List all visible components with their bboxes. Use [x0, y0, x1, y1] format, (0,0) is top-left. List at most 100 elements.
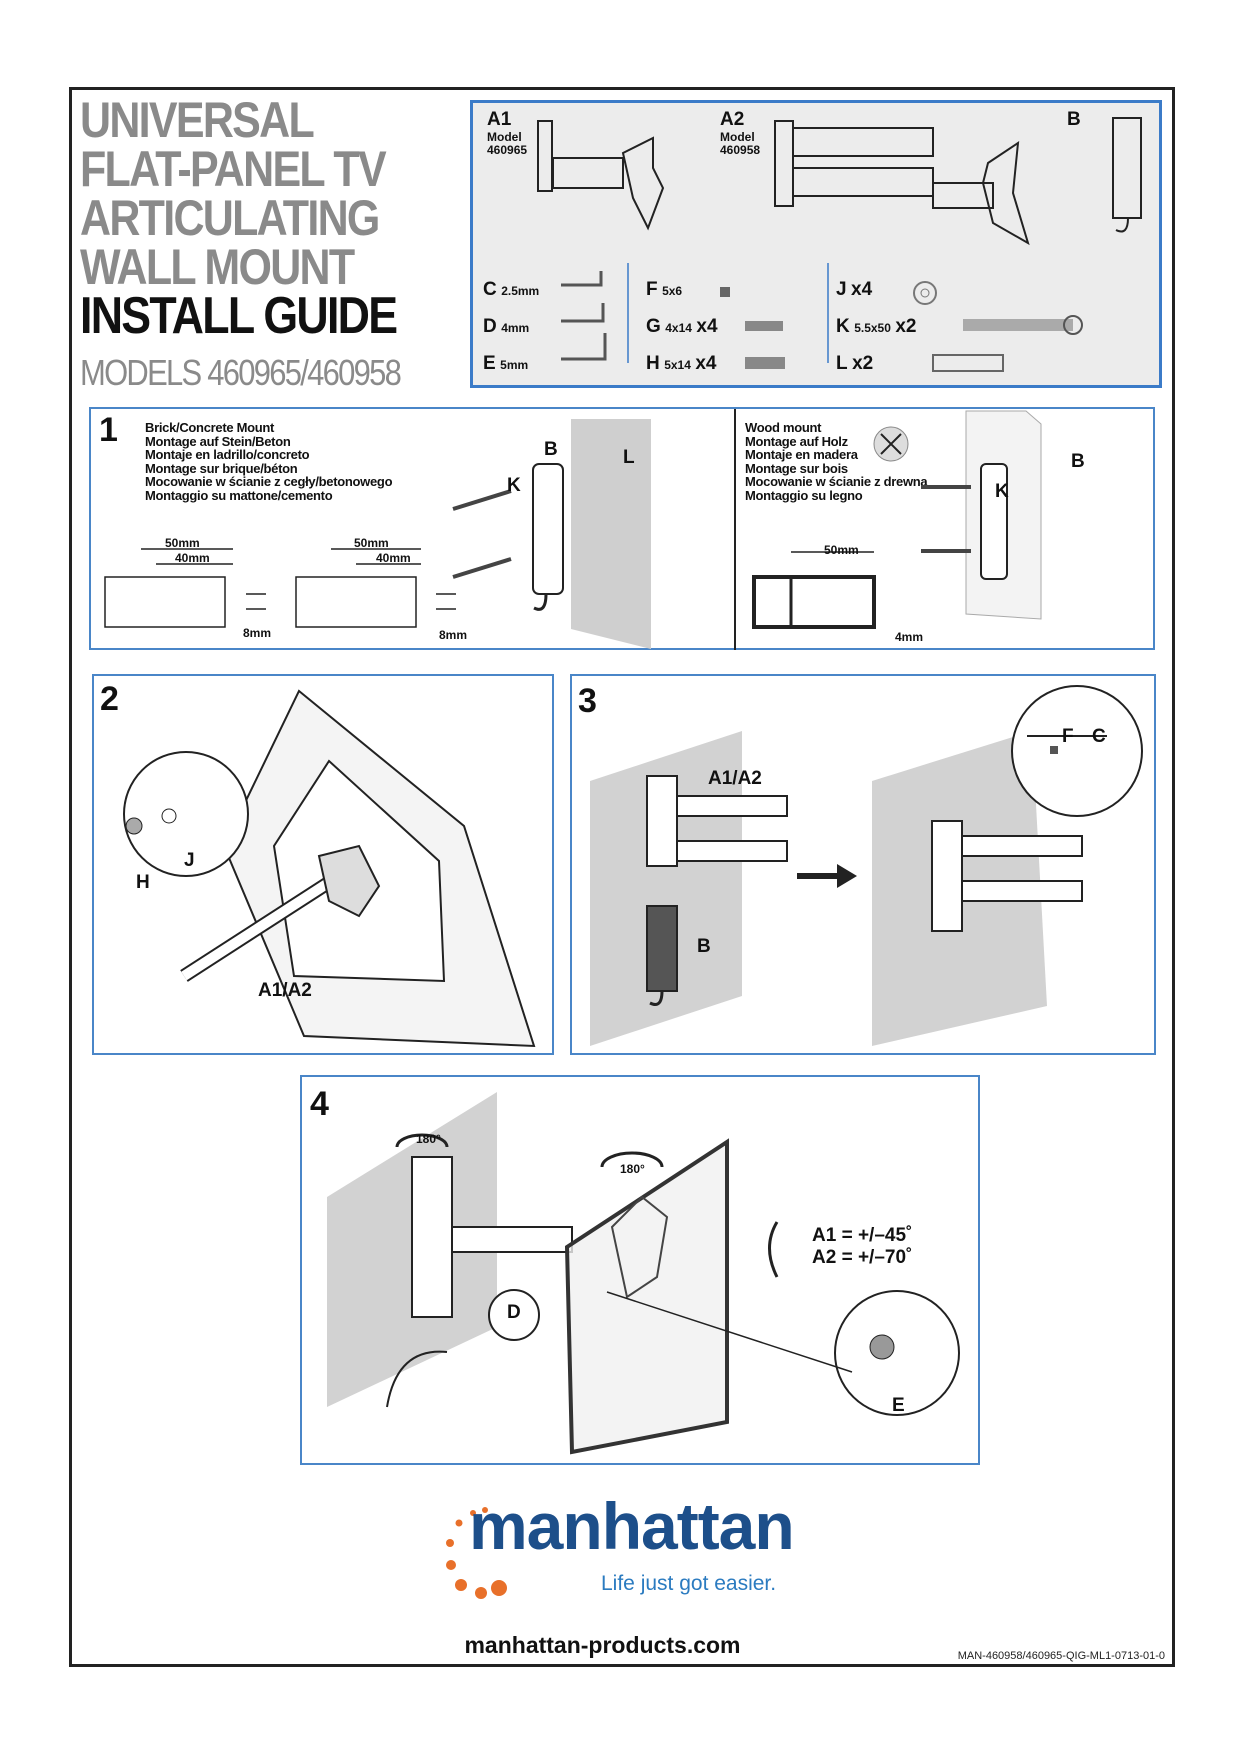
title-install-guide: INSTALL GUIDE: [80, 287, 398, 345]
part-f: F 5x6: [646, 279, 682, 301]
part-letter: L: [836, 353, 848, 374]
part-qty: x2: [895, 316, 917, 337]
dimension-label: 50mm: [165, 536, 200, 550]
step-number: 3: [578, 682, 597, 720]
url-text[interactable]: manhattan-products.com: [464, 1632, 741, 1658]
part-qty: x4: [696, 316, 718, 337]
part-qty: x4: [695, 353, 717, 374]
text-line: Brick/Concrete Mount: [145, 420, 275, 435]
part-h: H 5x14 x4: [646, 353, 716, 375]
label-d: D: [507, 1302, 521, 1323]
label-h: H: [136, 872, 150, 893]
label-k: K: [507, 475, 521, 496]
step-2-panel: 2 H J A1/A2: [92, 674, 554, 1055]
text-line: Montage sur bois: [745, 460, 848, 476]
part-label: Model: [720, 130, 755, 144]
part-letter: K: [836, 316, 850, 337]
models-subtitle: MODELS 460965/460958: [80, 352, 402, 393]
step-number: 1: [99, 411, 118, 449]
dimension-label: 8mm: [439, 628, 468, 642]
document-code: MAN-460958/460965-QIG-ML1-0713-01-0: [957, 1650, 1165, 1662]
part-spec: 2.5mm: [501, 284, 540, 298]
part-spec: 5x6: [662, 284, 683, 298]
label-c: C: [1092, 726, 1106, 747]
label-l: L: [623, 447, 635, 468]
part-l: L x2: [836, 353, 873, 375]
page-frame: [69, 87, 1175, 1667]
wood-mount-text: Wood mount Montage auf Holz Montaje en m…: [745, 420, 928, 503]
swivel-a2: A2 = +/–70˚: [812, 1247, 913, 1268]
brand-tagline: Life just got easier.: [601, 1572, 777, 1595]
part-e: E 5mm: [483, 353, 528, 375]
label-b: B: [697, 936, 711, 957]
dimension-label: 40mm: [175, 551, 210, 565]
text-line: Montaggio su legno: [745, 487, 863, 503]
title-line: FLAT-PANEL TV: [80, 141, 387, 197]
title-line: ARTICULATING: [80, 190, 380, 246]
part-letter: A2: [720, 109, 745, 130]
brand-name: manhattan: [469, 1489, 795, 1563]
text-line: Montage auf Stein/Beton: [145, 433, 291, 449]
text-line: Montaje en madera: [745, 447, 858, 462]
part-spec: 5mm: [500, 358, 529, 372]
dimension-label: 40mm: [376, 551, 411, 565]
part-c: C 2.5mm: [483, 279, 623, 301]
label-k: K: [995, 481, 1009, 502]
manhattan-logo: manhattan Life just got easier.: [441, 1489, 811, 1608]
label-e: E: [892, 1395, 905, 1416]
label-f: F: [1062, 726, 1074, 747]
text-line: Montaje en ladrillo/concreto: [145, 447, 310, 462]
part-model: 460958: [720, 143, 761, 157]
title-line: UNIVERSAL: [80, 92, 315, 148]
label-j: J: [184, 850, 195, 871]
label-b: B: [1071, 451, 1085, 472]
swivel-a1: A1 = +/–45˚: [812, 1225, 913, 1246]
step-3-illustration: [590, 685, 1143, 1046]
dimension-label: 50mm: [824, 543, 859, 557]
step-1-illustration: [104, 410, 1042, 649]
part-letter: H: [646, 353, 660, 374]
step-2-illustration: [123, 689, 536, 1048]
step-3-panel: 3 A1/A2 B F C: [570, 674, 1156, 1055]
part-spec: 5.5x50: [854, 321, 891, 335]
part-k: K 5.5x50 x2: [836, 316, 916, 338]
part-letter: J: [836, 279, 847, 300]
label-b: B: [544, 439, 558, 460]
document-title: UNIVERSAL FLAT-PANEL TV ARTICULATING WAL…: [80, 92, 448, 345]
parts-list: A1 Model 460965 A2 Model 460958 B C 2.5m…: [470, 100, 1162, 388]
part-letter: D: [483, 316, 497, 337]
part-a2: A2 Model 460958: [720, 109, 760, 157]
part-spec: 5x14: [664, 358, 691, 372]
text-line: Wood mount: [745, 420, 822, 435]
rotation-label: 180°: [620, 1162, 645, 1176]
step-4-illustration: [327, 1092, 960, 1455]
step-number: 4: [310, 1085, 329, 1123]
text-line: Montage auf Holz: [745, 433, 848, 449]
part-g: G 4x14 x4: [646, 316, 718, 338]
dimension-label: 50mm: [354, 536, 389, 550]
part-spec: 4mm: [501, 321, 530, 335]
text-line: Montage sur brique/béton: [145, 460, 298, 476]
part-j: J x4: [836, 279, 872, 301]
label-arm: A1/A2: [708, 768, 762, 789]
title-line: WALL MOUNT: [80, 239, 355, 295]
part-qty: x2: [852, 353, 874, 374]
dimension-label: 8mm: [243, 626, 272, 640]
part-letter: A1: [487, 109, 512, 130]
text-line: Mocowanie w ścianie z cegły/betonowego: [145, 474, 393, 489]
step-number: 2: [100, 680, 119, 718]
logo-dots-icon: [446, 1507, 507, 1599]
part-label: Model: [487, 130, 522, 144]
text-line: Montaggio su mattone/cemento: [145, 487, 333, 503]
divider: [734, 409, 736, 650]
label-arm: A1/A2: [258, 980, 312, 1001]
part-spec: 4x14: [665, 321, 692, 335]
part-d: D 4mm: [483, 316, 529, 338]
part-letter: G: [646, 316, 661, 337]
website-url[interactable]: manhattan-products.com: [0, 1632, 1241, 1659]
part-a1: A1 Model 460965: [487, 109, 527, 157]
text-line: Mocowanie w ścianie z drewna: [745, 474, 928, 489]
part-qty: x4: [851, 279, 873, 300]
part-letter: F: [646, 279, 658, 300]
rotation-label: 180°: [416, 1132, 441, 1146]
